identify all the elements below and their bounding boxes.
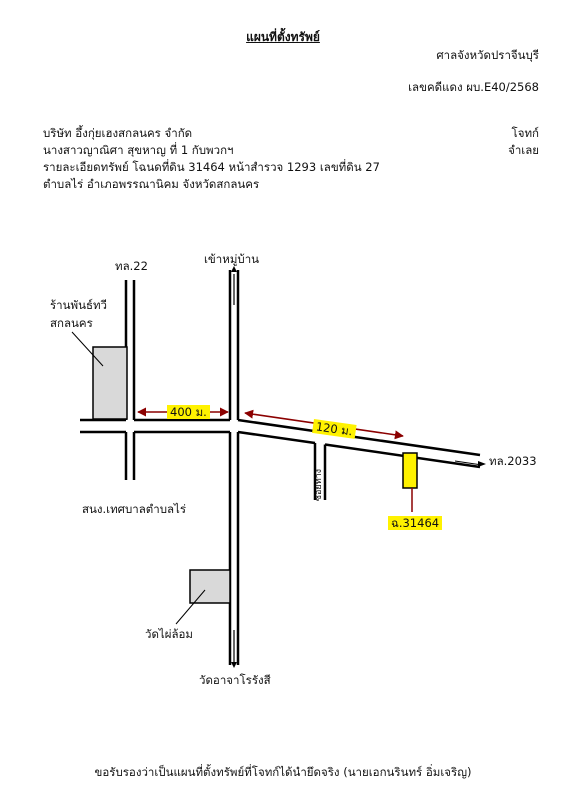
- plaintiff-role: โจทก์: [511, 126, 539, 140]
- shop-building: [92, 346, 128, 420]
- label-tl2033: ทล.2033: [489, 454, 537, 468]
- temple-building: [189, 569, 231, 604]
- defendant-name: นางสาวญาณิศา สุขหาญ ที่ 1 กับพวกฯ: [43, 143, 234, 157]
- label-shop: ร้านพันธ์ทวี สกลนคร: [50, 298, 107, 330]
- property-location: ตำบลไร่ อำเภอพรรณานิคม จังหวัดสกลนคร: [43, 177, 260, 191]
- road-side-soi: [313, 443, 327, 500]
- label-temple-phai: วัดไผ่ล้อม: [145, 627, 193, 641]
- arrowhead-south: [231, 662, 237, 668]
- label-temple-acha: วัดอาจาโรรังสี: [199, 673, 271, 687]
- court-name: ศาลจังหวัดปราจีนบุรี: [436, 48, 539, 62]
- certification-statement: ขอรับรองว่าเป็นแผนที่ตั้งทรัพย์ที่โจทก์ไ…: [94, 765, 472, 779]
- label-village-road: เข้าหมู่บ้าน: [204, 252, 260, 266]
- shop-pointer: [71, 331, 104, 367]
- plaintiff-name: บริษัท อึ้งกุ่ยเฮงสกลนคร จำกัด: [43, 126, 193, 140]
- label-municipal-office: สนง.เทศบาลตำบลไร่: [82, 502, 186, 516]
- label-deed-number: ฉ.31464: [388, 516, 443, 530]
- label-tl22: ทล.22: [115, 259, 148, 273]
- road-tl2033: [237, 418, 481, 469]
- road-horizontal-west: [80, 418, 230, 434]
- defendant-role: จำเลย: [508, 143, 539, 157]
- road-village: [228, 270, 240, 665]
- east-arrow-line: [454, 460, 483, 466]
- temple-pointer: [175, 589, 206, 625]
- arrowhead-north: [231, 266, 237, 272]
- property-plot: [402, 452, 418, 489]
- label-distance-400: 400 ม.: [167, 405, 210, 419]
- property-detail: รายละเอียดทรัพย์ โฉนดที่ดิน 31464 หน้าสำ…: [43, 160, 380, 174]
- arrowhead-east: [478, 461, 486, 467]
- case-number: เลขคดีแดง ผบ.E40/2568: [408, 80, 539, 94]
- map-title: แผนที่ตั้งทรัพย์: [246, 30, 320, 44]
- label-side-soi: ซอยทาง: [314, 468, 325, 502]
